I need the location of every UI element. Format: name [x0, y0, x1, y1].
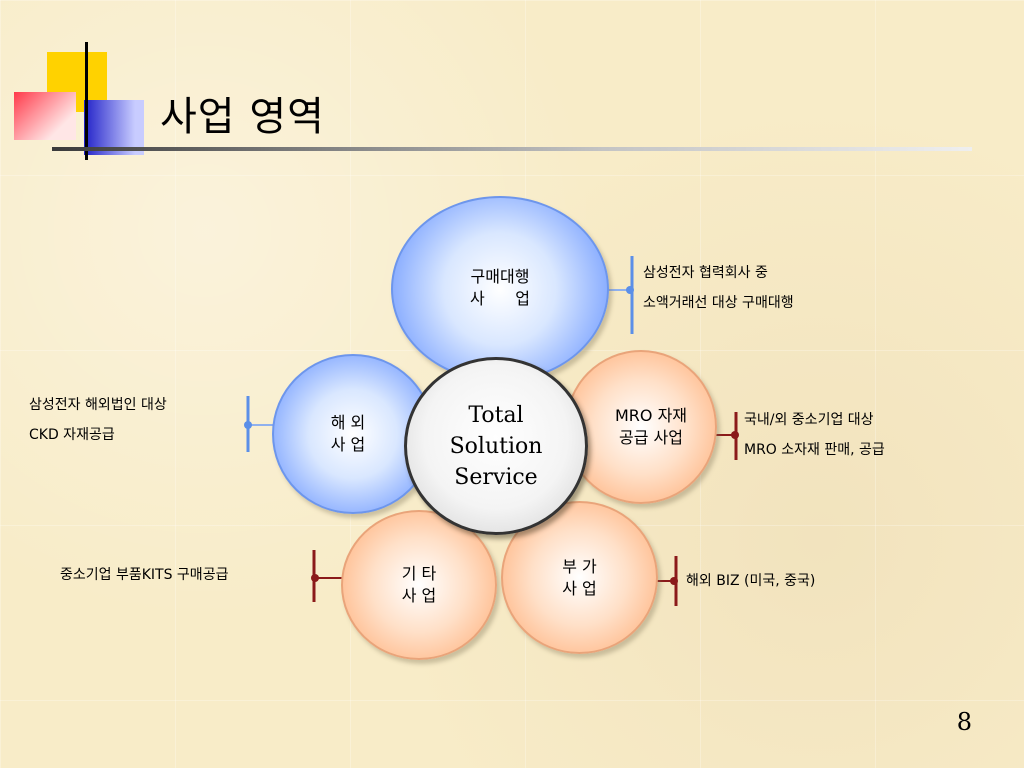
total-solution-label: Total Solution Service	[449, 402, 543, 490]
overseas-business-label: 해 외 사 업	[330, 413, 366, 454]
other-business-label: 기 타 사 업	[401, 564, 437, 605]
page-number: 8	[956, 708, 972, 736]
mro-business-circle: MRO 자재 공급 사업	[565, 350, 717, 504]
title-vertical-line	[85, 42, 88, 160]
other-business-note: 중소기업 부품KITS 구매공급	[60, 567, 229, 583]
purchase-agency-circle: 구매대행 사 업	[391, 196, 609, 382]
purchase-agency-label: 구매대행 사 업	[470, 267, 530, 308]
red-square-decoration	[14, 92, 76, 140]
title-underline	[52, 147, 972, 151]
additional-business-note: 해외 BIZ (미국, 중국)	[686, 573, 816, 589]
mro-business-label: MRO 자재 공급 사업	[614, 406, 688, 447]
overseas-note: 삼성전자 해외법인 대상 CKD 자재공급	[29, 397, 167, 443]
mro-note: 국내/외 중소기업 대상 MRO 소자재 판매, 공급	[744, 412, 885, 458]
total-solution-center: Total Solution Service	[404, 357, 588, 535]
purchase-agency-note: 삼성전자 협력회사 중 소액거래선 대상 구매대행	[643, 265, 794, 311]
additional-business-label: 부 가 사 업	[562, 556, 597, 598]
blue-square-decoration	[84, 100, 144, 155]
other-business-circle: 기 타 사 업	[341, 510, 497, 660]
page-title: 사업 영역	[160, 94, 325, 140]
